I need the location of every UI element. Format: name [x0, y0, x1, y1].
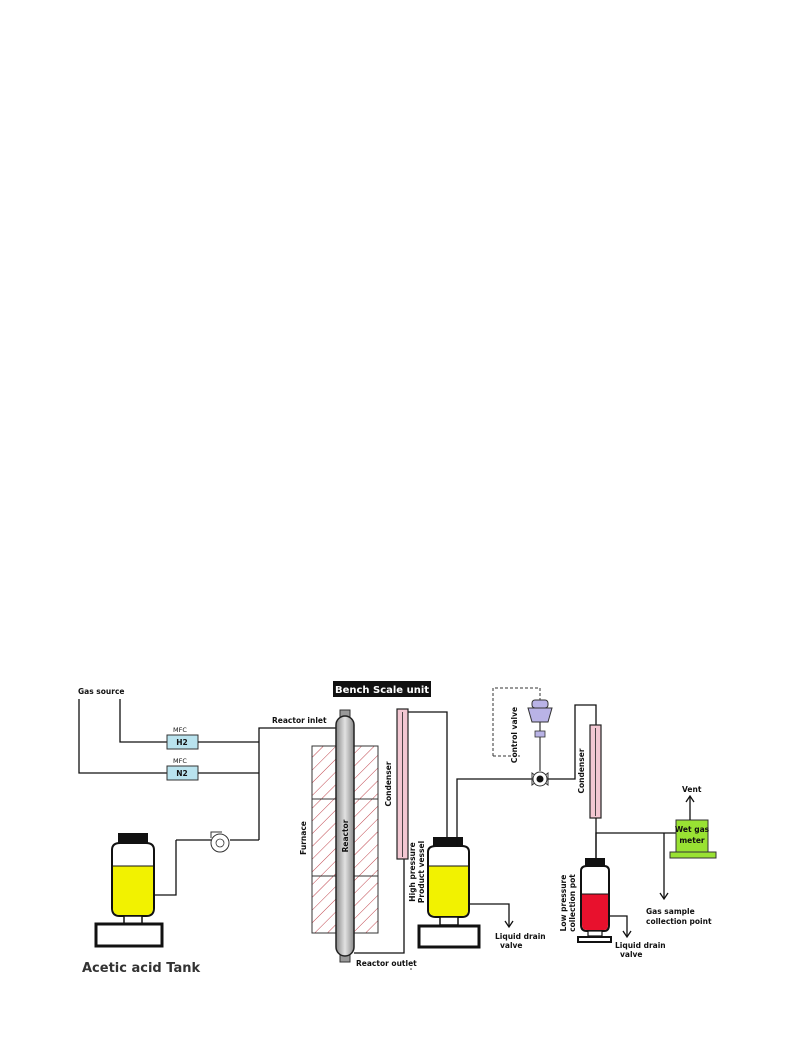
low-pressure-pot: Low pressure collection pot [559, 858, 612, 943]
lp-pot-label-2: collection pot [568, 874, 577, 932]
condenser-2-label: Condenser [577, 748, 586, 793]
mfc-h2: MFC H2 [166, 726, 199, 750]
valve-to-condenser-2-line [548, 704, 597, 780]
lp-liquid-drain: Liquid drain valve [609, 915, 666, 959]
gas-sample-label-1: Gas sample [646, 907, 695, 916]
control-valve-label: Control valve [510, 707, 519, 763]
gas-source-lines: Gas source [78, 687, 167, 774]
condenser-1: Condenser [384, 708, 409, 860]
vent-label: Vent [682, 785, 702, 794]
wet-gas-label-2: meter [679, 836, 705, 845]
condenser-2: Condenser [577, 724, 602, 819]
high-pressure-vessel: High pressure Product vessel [408, 837, 481, 949]
wet-gas-label-1: Wet gas [675, 825, 710, 834]
reactor-label: Reactor [341, 819, 350, 852]
diagram-title: Bench Scale unit [335, 685, 429, 696]
control-valve: Control valve [492, 687, 553, 787]
hp-liquid-drain: Liquid drain valve [469, 903, 546, 950]
acetic-tank-label: Acetic acid Tank [82, 961, 200, 976]
tank-to-pump-line [150, 840, 177, 896]
reactor: Reactor [335, 709, 355, 963]
title-banner: Bench Scale unit [333, 681, 431, 697]
wet-gas-meter: Wet gas meter Vent [669, 785, 717, 859]
gas-outlet-piping: Gas sample collection point [595, 832, 712, 926]
hp-to-control-valve-line [456, 778, 532, 846]
furnace-label: Furnace [299, 821, 308, 855]
mfc-label-2: MFC [173, 757, 187, 765]
lp-drain-label-2: valve [620, 950, 643, 959]
pump-icon [210, 831, 230, 853]
condenser-1-label: Condenser [384, 761, 393, 806]
hp-drain-label-2: valve [500, 941, 523, 950]
hp-vessel-label-2: Product vessel [417, 841, 426, 903]
hp-drain-label-1: Liquid drain [495, 932, 546, 941]
acetic-acid-tank: Acetic acid Tank [82, 833, 200, 976]
lp-drain-label-1: Liquid drain [615, 941, 666, 950]
gas-source-label: Gas source [78, 687, 124, 696]
reactor-outlet-label: Reactor outlet [356, 959, 417, 968]
lp-pot-label-1: Low pressure [559, 875, 568, 932]
mfc-n2: MFC N2 [166, 757, 199, 781]
gas-sample-label-2: collection point [646, 917, 712, 926]
mfc-label-1: MFC [173, 726, 187, 734]
h2-label: H2 [176, 738, 188, 747]
hp-vessel-label-1: High pressure [408, 842, 417, 901]
reactor-inlet-label: Reactor inlet [272, 716, 327, 725]
n2-label: N2 [176, 769, 188, 778]
reactor-inlet-piping: Reactor inlet [198, 716, 340, 841]
